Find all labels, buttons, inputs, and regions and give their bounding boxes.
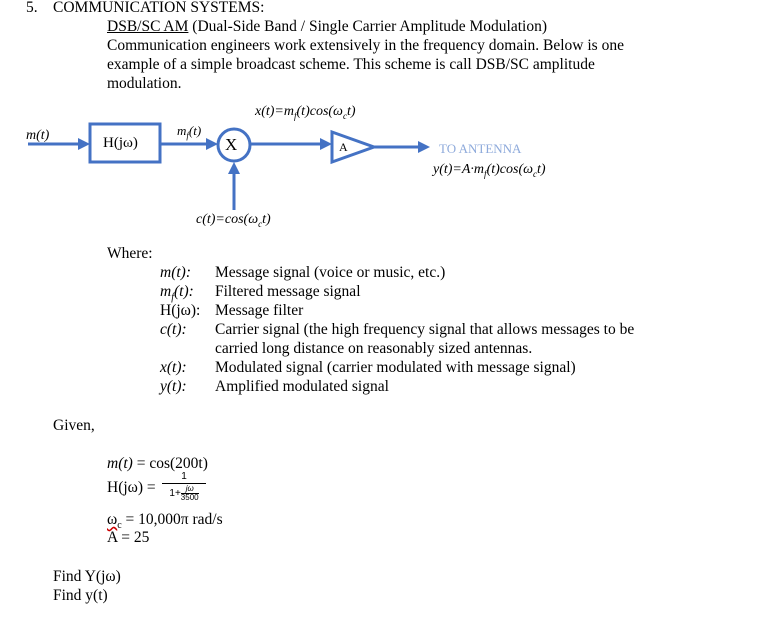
def-sym-m: m(t):	[160, 264, 191, 281]
find-Y: Find Y(jω)	[53, 568, 121, 585]
def-sym-x: x(t):	[160, 359, 187, 376]
filter-arrowhead	[206, 138, 218, 150]
block-diagram	[28, 122, 430, 210]
amplifier-label: A	[339, 140, 348, 154]
def-sym-h: H(jω):	[160, 302, 201, 319]
def-desc-h: Message filter	[215, 302, 304, 319]
given-m: m(t) = cos(200t)	[107, 455, 208, 472]
given-a: A = 25	[107, 529, 150, 546]
filter-box	[88, 122, 162, 164]
carrier-arrowhead	[228, 162, 240, 174]
amplifier-triangle	[330, 129, 379, 165]
input-arrowhead	[78, 138, 90, 150]
def-sym-y: y(t):	[160, 378, 187, 395]
problem-heading: COMMUNICATION SYSTEMS:	[53, 0, 265, 16]
subtitle-underlined: DSB/SC AM	[107, 18, 189, 35]
carrier-label: c(t)=cos(ωct)	[196, 212, 271, 229]
intro-line-1: Communication engineers work extensively…	[107, 37, 624, 54]
def-sym-mf: mf(t):	[160, 283, 194, 304]
filter-label: H(jω)	[103, 135, 138, 151]
antenna-label: TO ANTENNA	[439, 141, 522, 156]
def-sym-c: c(t):	[160, 321, 187, 338]
intro-line-3: modulation.	[107, 75, 182, 92]
mixer-label: X	[225, 135, 238, 154]
find-y: Find y(t)	[53, 587, 108, 604]
def-desc-c-cont: carried long distance on reasonably size…	[215, 340, 533, 357]
mixer-arrowhead	[320, 138, 332, 150]
where-label: Where:	[107, 245, 153, 262]
problem-subtitle: DSB/SC AM (Dual-Side Band / Single Carri…	[107, 17, 547, 36]
def-desc-mf: Filtered message signal	[215, 283, 361, 300]
given-label: Given,	[53, 417, 95, 434]
intro-line-2: example of a simple broadcast scheme. Th…	[107, 56, 595, 73]
output-label: y(t)=A·mf(t)cos(ωct)	[433, 162, 546, 179]
mixer-circle	[216, 127, 252, 163]
given-wc: ωc = 10,000π rad/s	[107, 511, 223, 532]
antenna-arrowhead	[418, 141, 430, 153]
def-desc-y: Amplified modulated signal	[215, 378, 389, 395]
subtitle-rest: (Dual-Side Band / Single Carrier Amplitu…	[188, 18, 548, 35]
filtered-signal-label: mf(t)	[177, 123, 202, 141]
def-desc-c: Carrier signal (the high frequency signa…	[215, 321, 635, 338]
input-label: m(t)	[26, 128, 50, 143]
problem-number: 5.	[26, 0, 38, 16]
def-desc-m: Message signal (voice or music, etc.)	[215, 264, 446, 281]
def-desc-x: Modulated signal (carrier modulated with…	[215, 359, 576, 376]
mixer-output-label: x(t)=mf(t)cos(ωct)	[255, 104, 356, 121]
given-h-lhs: H(jω) =	[107, 479, 156, 496]
